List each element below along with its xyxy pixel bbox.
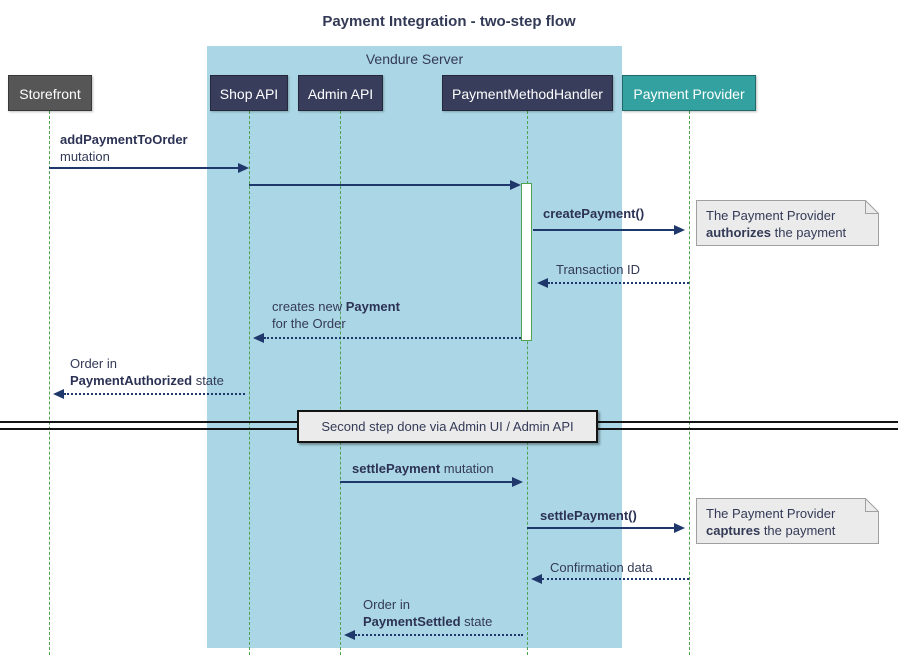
message-line-2: PaymentAuthorized state [70,373,224,388]
note-authorize [696,200,879,250]
message-line-1: addPaymentToOrder [60,132,188,147]
participant-storefront: Storefront [8,75,92,111]
arrowhead-right-icon [674,523,685,533]
note-line-1: The Payment Provider [706,506,836,521]
divider-label: Second step done via Admin UI / Admin AP… [297,410,598,443]
arrow-creates-payment [264,337,521,339]
message-line-1: creates new Payment [272,299,400,314]
lifeline-storefront [49,111,50,655]
message-label-create-payment: createPayment() [543,206,645,221]
arrowhead-left-icon [531,574,542,584]
message-label-confirmation: Confirmation data [550,560,653,575]
participant-payment-method-handler: PaymentMethodHandler [442,75,613,111]
arrow-settle-mutation [340,481,512,483]
message-line-2: mutation [60,149,110,164]
message-label-order-authorized: Order in PaymentAuthorized state [70,355,224,389]
message-label-order-settled: Order in PaymentSettled state [363,596,492,630]
arrowhead-left-icon [537,278,548,288]
arrow-add-payment [49,167,238,169]
arrowhead-right-icon [510,180,521,190]
note-line-2: authorizes the payment [706,225,847,240]
activation-bar-payment-method-handler [521,183,532,341]
message-label-creates-payment: creates new Payment for the Order [272,298,400,332]
arrow-settle-call [527,527,674,529]
participant-payment-provider: Payment Provider [622,75,756,111]
message-label-settle-call: settlePayment() [540,508,637,523]
message-line-2: for the Order [272,316,346,331]
arrow-order-authorized [64,393,245,395]
arrowhead-left-icon [253,333,264,343]
message-line-2: PaymentSettled state [363,614,493,629]
arrow-transaction-id [548,282,689,284]
note-shape [696,200,879,246]
note-line-2: captures the payment [706,523,836,538]
lifeline-payment-method-handler [527,111,528,655]
lifeline-admin-api [340,111,341,655]
message-line-1: Order in [363,597,410,612]
lifeline-payment-provider [689,111,690,655]
message-label-add-payment: addPaymentToOrder mutation [60,131,188,165]
arrow-order-settled [355,634,523,636]
participant-admin-api: Admin API [298,75,383,111]
lifeline-shop-api [249,111,250,655]
arrowhead-right-icon [238,163,249,173]
arrow-confirmation [542,578,689,580]
note-authorize-text: The Payment Provider authorizes the paym… [706,207,846,241]
arrowhead-left-icon [53,389,64,399]
note-capture [696,498,879,548]
arrow-shop-to-handler [249,184,510,186]
arrowhead-right-icon [512,477,523,487]
arrow-create-payment [533,229,674,231]
arrowhead-right-icon [674,225,685,235]
note-capture-text: The Payment Provider captures the paymen… [706,505,835,539]
message-line-1: Order in [70,356,117,371]
arrowhead-left-icon [344,630,355,640]
note-shape [696,498,879,544]
vendure-server-frame [207,46,622,648]
note-line-1: The Payment Provider [706,208,836,223]
diagram-title: Payment Integration - two-step flow [322,13,576,30]
vendure-server-label: Vendure Server [365,51,464,67]
message-label-settle-mutation: settlePayment mutation [352,461,494,476]
message-label-transaction-id: Transaction ID [556,262,641,277]
participant-shop-api: Shop API [210,75,288,111]
